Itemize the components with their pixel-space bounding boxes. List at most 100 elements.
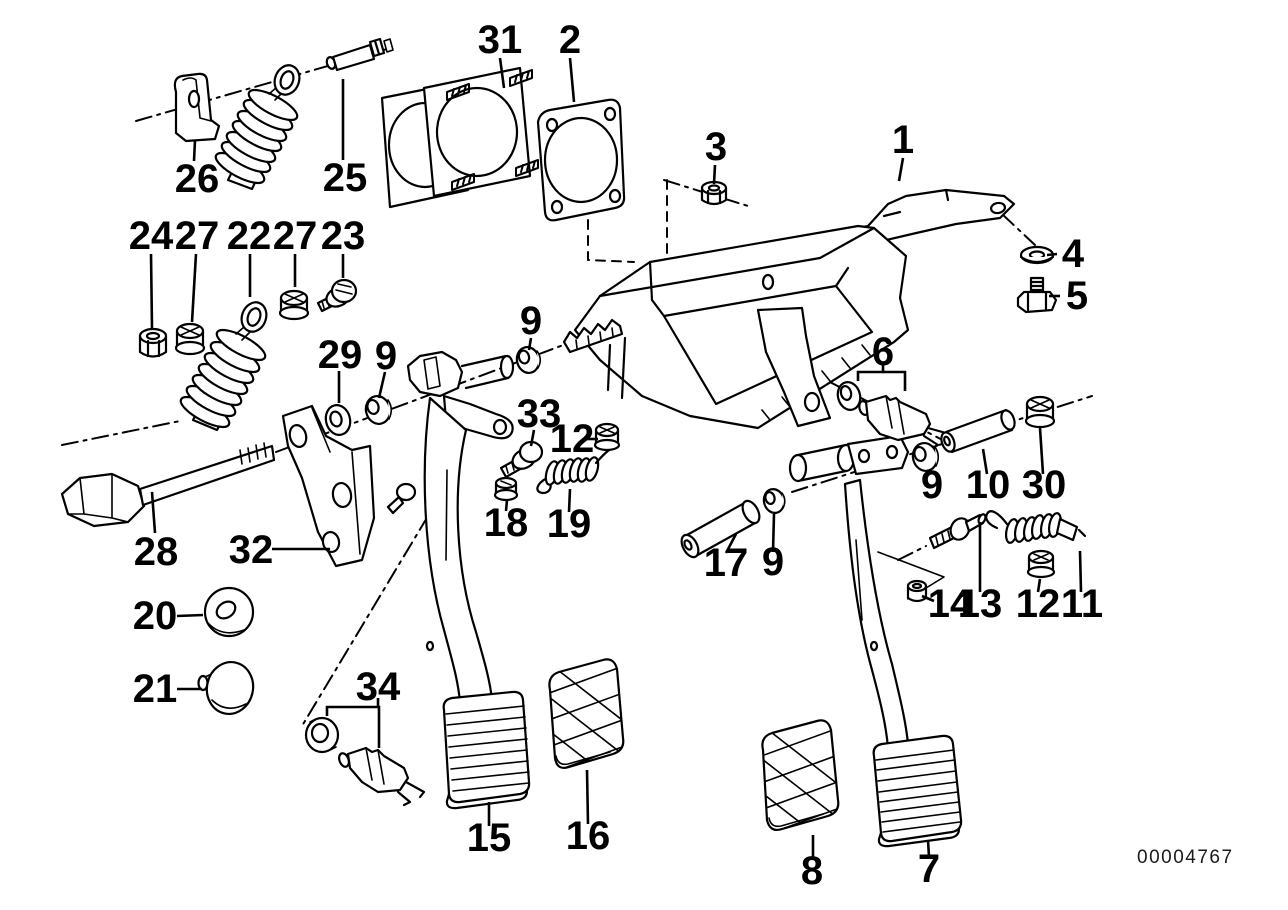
part-25-spring-assembly xyxy=(214,64,301,191)
part-callout-14: 14 xyxy=(928,582,973,626)
leader-line-part-34 xyxy=(325,698,380,716)
part-callout-28: 28 xyxy=(134,530,179,574)
part-callout-18: 18 xyxy=(484,501,529,545)
part-5-bolt xyxy=(1016,276,1058,314)
part-22-spring-with-eye xyxy=(179,301,268,432)
leader-line-part-2 xyxy=(568,57,576,103)
main-pedal-box-bracket xyxy=(562,224,910,430)
part-callout-22: 22 xyxy=(227,214,272,258)
small-stop-bolt xyxy=(386,482,417,515)
part-9-bushing-pivot xyxy=(515,346,542,374)
leader-line-part-28 xyxy=(150,491,157,534)
part-16-pedal-rubber xyxy=(548,658,625,770)
part-callout-5: 5 xyxy=(1066,274,1088,318)
leader-line-part-18 xyxy=(504,499,509,512)
leader-line-part-30 xyxy=(1038,427,1045,475)
part-31-mounting-plate xyxy=(380,66,539,209)
part-2-gasket xyxy=(536,98,626,222)
part-callout-15: 15 xyxy=(467,816,512,860)
part-callout-1: 1 xyxy=(892,118,914,162)
leader-line-part-26 xyxy=(192,139,197,162)
part-9-bushing-left xyxy=(364,395,393,425)
part-25-pin xyxy=(325,37,394,72)
part-callout-12: 12 xyxy=(1016,582,1061,626)
part-callout-9: 9 xyxy=(520,299,542,343)
leader-line-part-1 xyxy=(897,157,905,182)
part-callout-8: 8 xyxy=(801,849,823,893)
part-callout-11: 11 xyxy=(1061,582,1103,626)
part-callout-24: 24 xyxy=(129,214,174,258)
part-callout-20: 20 xyxy=(133,594,178,638)
part-15-clutch-pedal xyxy=(423,396,531,810)
leader-line-part-6 xyxy=(883,370,907,391)
leader-line-part-24 xyxy=(149,253,154,329)
part-19-return-spring xyxy=(536,439,617,495)
clutch-pedal-pivot-assembly xyxy=(406,350,515,440)
part-callout-10: 10 xyxy=(966,463,1011,507)
leader-line-part-11 xyxy=(1078,550,1083,593)
brake-pedal-pivot-sleeve xyxy=(788,434,910,483)
leader-line-part-4 xyxy=(1046,252,1058,257)
part-callout-29: 29 xyxy=(318,333,363,377)
part-14-nut xyxy=(906,579,928,603)
part-callout-2: 2 xyxy=(559,18,581,62)
part-callout-33: 33 xyxy=(517,392,562,436)
leader-line-part-9 xyxy=(527,337,533,351)
leader-line-part-19 xyxy=(567,488,572,513)
part-11-return-spring xyxy=(985,510,1087,544)
part-callout-23: 23 xyxy=(321,214,366,258)
part-9-bushing-lower xyxy=(762,488,786,514)
leader-line-part-7 xyxy=(926,839,931,858)
drawing-number: 00004767 xyxy=(1137,847,1234,868)
part-34-switch xyxy=(304,716,426,807)
part-12-nut-left xyxy=(593,422,621,452)
part-3-nut xyxy=(700,180,728,206)
leader-line-part-34 xyxy=(377,705,381,748)
part-callout-17: 17 xyxy=(704,541,749,585)
part-7-brake-pedal xyxy=(843,478,963,848)
part-28-pivot-bolt xyxy=(60,442,276,528)
part-callout-16: 16 xyxy=(566,814,611,858)
part-20-washer xyxy=(203,586,255,638)
part-callout-9: 9 xyxy=(375,334,397,378)
part-callout-27: 27 xyxy=(175,214,220,258)
part-callout-31: 31 xyxy=(478,18,523,62)
part-callout-21: 21 xyxy=(133,667,178,711)
leader-line-part-16 xyxy=(585,769,590,825)
part-callout-4: 4 xyxy=(1062,232,1085,276)
part-27-nut-right xyxy=(278,289,310,321)
part-callout-7: 7 xyxy=(918,847,940,891)
leader-line-part-31 xyxy=(498,57,506,89)
leader-line-part-12 xyxy=(1036,578,1042,593)
part-27-nut-left xyxy=(174,322,206,356)
part-18-nut xyxy=(493,476,519,502)
leader-line-part-10 xyxy=(981,448,989,475)
part-callout-32: 32 xyxy=(229,528,274,572)
leader-line-part-9 xyxy=(926,469,932,475)
leader-line-part-9 xyxy=(771,513,776,553)
part-23-bolt xyxy=(316,278,358,313)
part-callout-25: 25 xyxy=(323,156,368,200)
leader-line-part-33 xyxy=(529,429,536,447)
part-24-nut xyxy=(138,327,168,358)
part-17-spacer-tube xyxy=(680,499,761,559)
leader-line-part-17 xyxy=(724,533,738,554)
part-callout-27: 27 xyxy=(273,214,318,258)
part-callout-26: 26 xyxy=(175,157,220,201)
part-callout-6: 6 xyxy=(872,330,894,374)
part-10-pin xyxy=(940,408,1016,454)
part-callout-9: 9 xyxy=(762,540,784,584)
part-33-bolt xyxy=(499,440,544,479)
leader-line-part-9 xyxy=(377,371,387,399)
part-8-pedal-rubber xyxy=(761,719,840,832)
part-6-switch xyxy=(836,381,948,450)
part-30-nut xyxy=(1024,395,1056,429)
leader-line-part-3 xyxy=(712,164,717,185)
leader-line-part-14 xyxy=(921,594,935,603)
part-12-nut-right xyxy=(1026,549,1056,579)
part-callout-3: 3 xyxy=(705,125,727,169)
part-26-clamp xyxy=(173,72,221,143)
